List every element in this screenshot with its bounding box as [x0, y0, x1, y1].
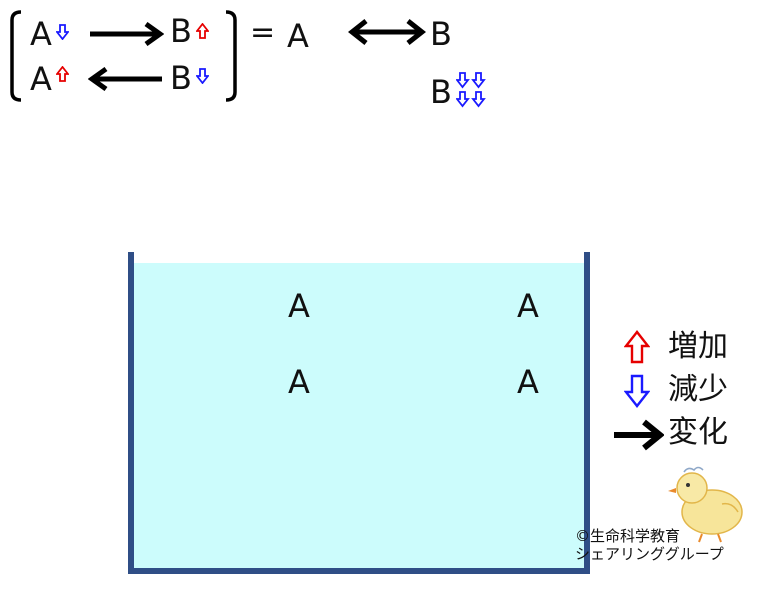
increase-arrow-icon: [196, 23, 209, 39]
row2-product-b: B: [170, 59, 192, 97]
row1-reactant-a: A: [30, 15, 52, 53]
legend-decrease-label: 減少: [668, 372, 728, 407]
equilibrium-arrow-icon: [348, 19, 426, 45]
result-b: B: [430, 15, 452, 53]
result-a: A: [287, 17, 309, 55]
molecule-a: A: [517, 287, 539, 325]
decrease-arrow-icon: [624, 374, 650, 408]
left-bracket: [10, 10, 22, 102]
result-b-decreased: B: [430, 73, 452, 111]
forward-arrow-icon: [90, 22, 164, 46]
molecule-a: A: [288, 363, 310, 401]
backward-arrow-icon: [88, 67, 162, 91]
molecule-a: A: [288, 287, 310, 325]
beaker-right-wall: [584, 252, 590, 574]
increase-arrow-icon: [624, 330, 650, 364]
double-decrease-arrow-icon: [456, 72, 486, 108]
legend-increase-label: 増加: [668, 329, 728, 364]
row2-reactant-a: A: [30, 60, 52, 98]
decrease-arrow-icon: [196, 68, 209, 84]
equals-sign: =: [250, 15, 276, 50]
beaker-bottom: [128, 568, 590, 574]
chick-mascot-icon: [668, 466, 743, 543]
right-bracket: [225, 10, 237, 102]
beaker-left-wall: [128, 252, 134, 574]
credit: ©生命科学教育 シェアリンググループ: [575, 527, 724, 563]
credit-line1: ©生命科学教育: [575, 527, 681, 545]
legend-change-label: 変化: [668, 415, 728, 450]
change-arrow-icon: [614, 419, 664, 451]
solution: [134, 263, 584, 569]
row1-product-b: B: [170, 12, 192, 50]
credit-line2: シェアリンググループ: [575, 545, 724, 563]
decrease-arrow-icon: [56, 24, 69, 40]
increase-arrow-icon: [56, 66, 69, 82]
molecule-a: A: [517, 363, 539, 401]
